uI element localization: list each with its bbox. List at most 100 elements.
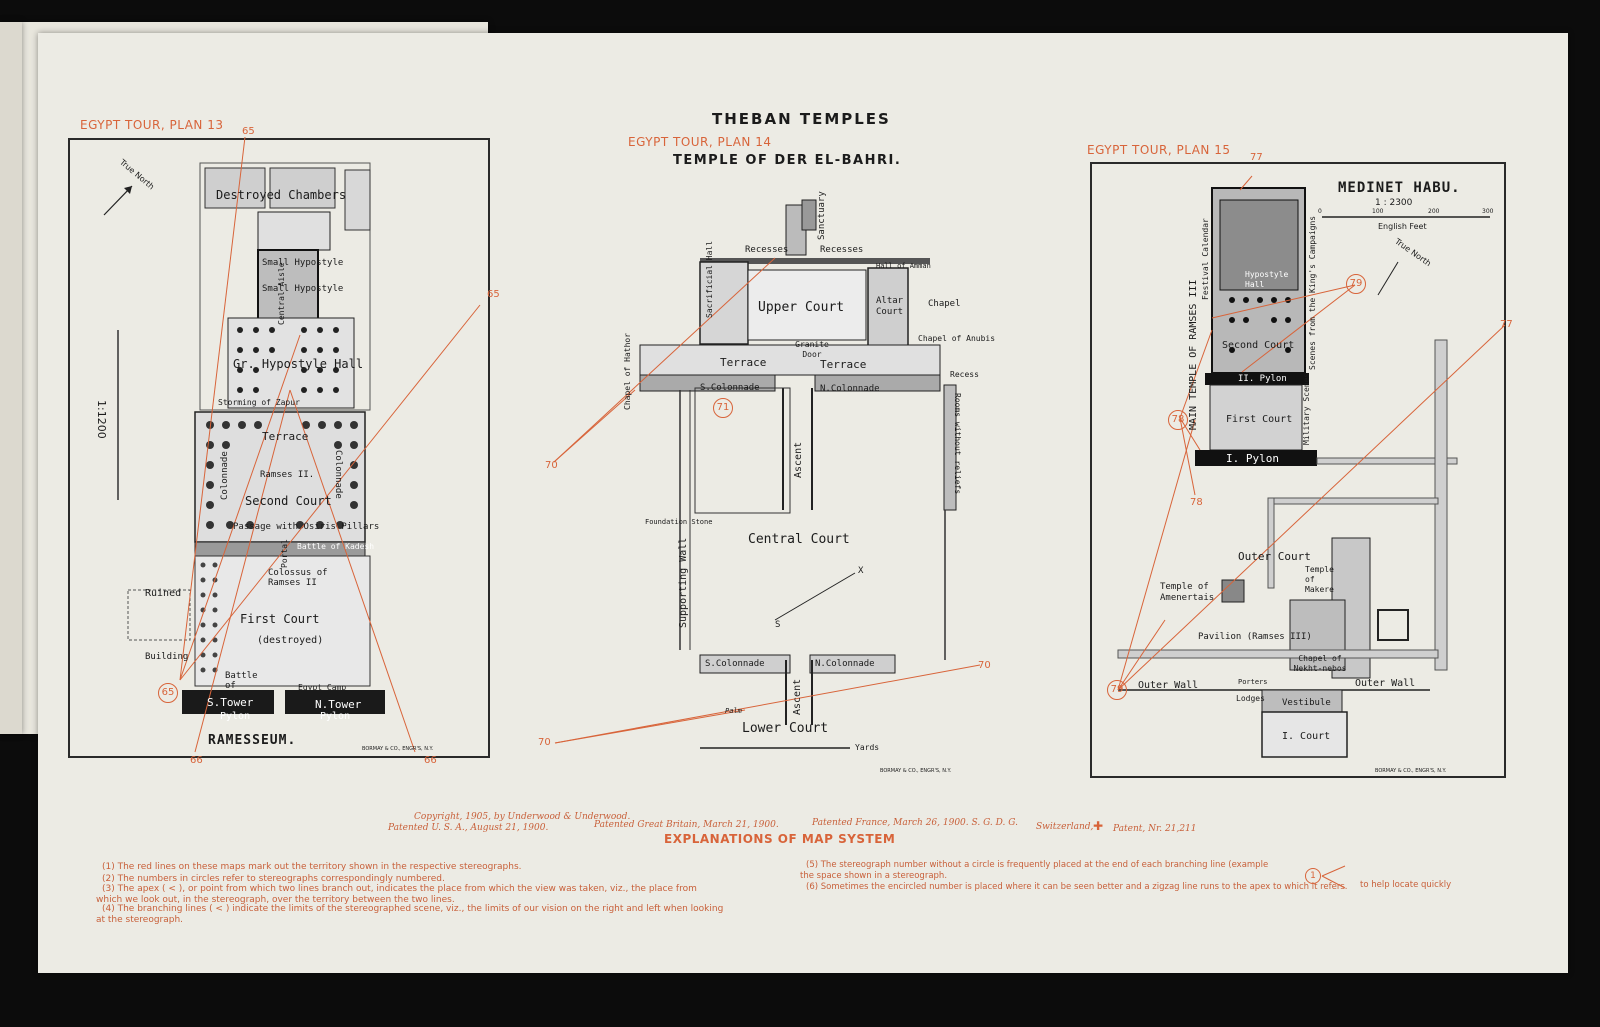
plan14-label-n-colonnade-upper: N.Colonnade <box>820 384 880 394</box>
plan14-label-terrace-right: Terrace <box>820 358 867 371</box>
plan13-label-terrace: Terrace <box>262 430 309 443</box>
plan13-label-small-hypostyle: Small Hypostyle <box>262 258 344 268</box>
plan15-label-outer-court: Outer Court <box>1238 550 1311 563</box>
plan14-label-altar-court: Altar Court <box>876 296 904 317</box>
plan14-label-central-court: Central Court <box>748 532 850 547</box>
plan14-label-recesses-right: Recesses <box>820 245 864 255</box>
patent-switzerland: Switzerland, <box>1036 822 1094 832</box>
patent-switzerland-number: Patent, Nr. 21,211 <box>1113 824 1197 834</box>
plan14-label-s-colonnade-upper: S.Colonnade <box>700 383 760 393</box>
plan13-num-66-bottom-left: 66 <box>190 755 203 766</box>
plan14-label-terrace-left: Terrace <box>720 356 767 369</box>
plan14-label-yards: Yards <box>855 743 880 752</box>
explanation-line-4b: at the stereograph. <box>96 915 184 925</box>
plan14-label-palm: Palm <box>725 707 742 715</box>
plan14-label-hall-amman: Hall of Amman <box>876 262 931 270</box>
explanation-line-5: (5) The stereograph number without a cir… <box>806 860 1269 870</box>
plan14-imprint: BORMAY & CO., ENGR'S, N.Y. <box>880 768 952 774</box>
plan13-label-n-tower: N.Tower <box>315 698 362 711</box>
plan15-frame <box>1090 162 1506 778</box>
plan15-num-78: 78 <box>1190 497 1203 508</box>
plan14-label-lower-court: Lower Court <box>742 721 829 736</box>
plan15-label-porters: Porters <box>1238 678 1268 686</box>
plan14-num-70-bottom: 70 <box>538 737 551 748</box>
plan13-label-colossus: Colossus of Ramses II <box>268 568 328 588</box>
plan14-label-chapel-anubis: Chapel of Anubis <box>918 334 996 343</box>
main-title: THEBAN TEMPLES <box>712 110 891 128</box>
plan14-label-n-colonnade: N.Colonnade <box>815 659 875 669</box>
plan13-label-building: Building <box>145 652 189 662</box>
plan13-label-passage: Passage with Osiris Pillars <box>233 522 380 532</box>
plan15-circle-79-top: 79 <box>1346 274 1366 294</box>
plan13-label-destroyed-chambers: Destroyed Chambers <box>216 188 347 202</box>
explanation-line-5b: the space shown in a stereograph. <box>800 871 948 881</box>
explanation-line-2: (2) The numbers in circles refer to ster… <box>102 874 445 884</box>
plan15-label-outer-wall-left: Outer Wall <box>1138 680 1199 691</box>
plan14-header: EGYPT TOUR, PLAN 14 <box>628 135 772 149</box>
plan13-title: RAMESSEUM. <box>208 733 297 748</box>
plan15-label-second-court: Second Court <box>1222 340 1295 351</box>
plan13-num-66-bottom-right: 66 <box>424 755 437 766</box>
plan14-circle-71: 71 <box>713 398 733 418</box>
plan13-label-destroyed: (destroyed) <box>257 635 324 646</box>
plan14-label-foundation-stone: Foundation Stone <box>645 518 713 526</box>
plan14-label-chapel: Chapel <box>928 299 961 309</box>
plan14-label-s-mark: S <box>775 620 781 630</box>
plan13-label-egypt-camp: Egypt Camp <box>298 683 347 692</box>
patent-france: Patented France, March 26, 1900. S. G. D… <box>812 818 1019 828</box>
explanation-help-text: to help locate quickly <box>1360 880 1452 890</box>
plan13-label-ruined: Ruined <box>145 588 182 599</box>
plan15-label-first-court: First Court <box>1226 414 1293 425</box>
left-page-edge <box>0 22 22 734</box>
plan14-label-upper-court: Upper Court <box>758 300 845 315</box>
explanation-line-3: (3) The apex ( < ), or point from which … <box>102 884 697 894</box>
plan13-label-storming: Storming of Zapur <box>218 398 300 407</box>
patent-great-britain: Patented Great Britain, March 21, 1900. <box>594 820 779 830</box>
plan15-label-i-pylon: I. Pylon <box>1226 452 1279 465</box>
plan15-circle-79-bottom: 79 <box>1107 680 1127 700</box>
plan14-num-70-right: 70 <box>978 660 991 671</box>
plan15-scale-tick-0: 0 <box>1318 208 1322 215</box>
plan13-label-second-court: Second Court <box>245 494 332 508</box>
plan13-label-first-court: First Court <box>240 612 320 626</box>
plan13-header: EGYPT TOUR, PLAN 13 <box>80 118 224 132</box>
plan15-scale-tick-300: 300 <box>1482 208 1494 215</box>
plan13-label-s-tower: S.Tower <box>207 696 254 709</box>
plan15-label-ii-pylon: II. Pylon <box>1238 374 1287 384</box>
plan15-label-pavilion: Pavilion (Ramses III) <box>1198 632 1312 642</box>
plan15-label-hypostyle: Hypostyle Hall <box>1245 270 1289 289</box>
explanation-line-6: (6) Sometimes the encircled number is pl… <box>806 882 1348 892</box>
explanations-heading: EXPLANATIONS OF MAP SYSTEM <box>664 832 896 846</box>
plan15-label-outer-wall-right: Outer Wall <box>1355 678 1416 689</box>
plan15-num-77-right: 77 <box>1500 319 1513 330</box>
plan13-label-battle-kadesh-top: Battle of Kadesh <box>297 542 375 551</box>
plan13-label-pylon-left: Pylon <box>220 711 251 722</box>
plan15-title: MEDINET HABU. <box>1338 180 1461 196</box>
plan15-label-temple-of: Temple of Amenertais <box>1160 582 1215 603</box>
plan15-scale: 1 : 2300 <box>1375 198 1413 208</box>
plan14-num-70-left: 70 <box>545 460 558 471</box>
plan14-title: TEMPLE OF DER EL-BAHRI. <box>673 153 902 168</box>
plan13-label-battle-kadesh: Battle of Kadesh <box>225 671 258 701</box>
plan15-label-lodges: Lodges <box>1236 694 1265 703</box>
plan14-label-x-mark: X <box>858 566 864 576</box>
plan14-label-recesses-left: Recesses <box>745 245 789 255</box>
plan13-frame <box>68 138 490 758</box>
copyright-line: Copyright, 1905, by Underwood & Underwoo… <box>414 812 631 822</box>
plan15-scale-feet: English Feet <box>1378 222 1427 231</box>
example-circle-1: 1 <box>1305 868 1321 884</box>
explanation-line-1: (1) The red lines on these maps mark out… <box>102 862 522 872</box>
swiss-cross-icon: ✚ <box>1093 819 1104 833</box>
plan13-label-small-hypostyle-2: Small Hypostyle <box>262 284 344 294</box>
plan15-header: EGYPT TOUR, PLAN 15 <box>1087 143 1231 157</box>
plan15-label-temple-makere: Temple of Makere <box>1305 565 1334 594</box>
explanation-line-4: (4) The branching lines ( < ) indicate t… <box>102 904 724 914</box>
plan13-label-ramses: Ramses II. <box>260 470 315 480</box>
plan13-label-pylon-right: Pylon <box>320 711 351 722</box>
plan15-label-chapel-nekht: Chapel of Nekht-nebos <box>1293 654 1347 673</box>
explanation-line-3b: which we look out, in the stereograph, o… <box>96 895 455 905</box>
